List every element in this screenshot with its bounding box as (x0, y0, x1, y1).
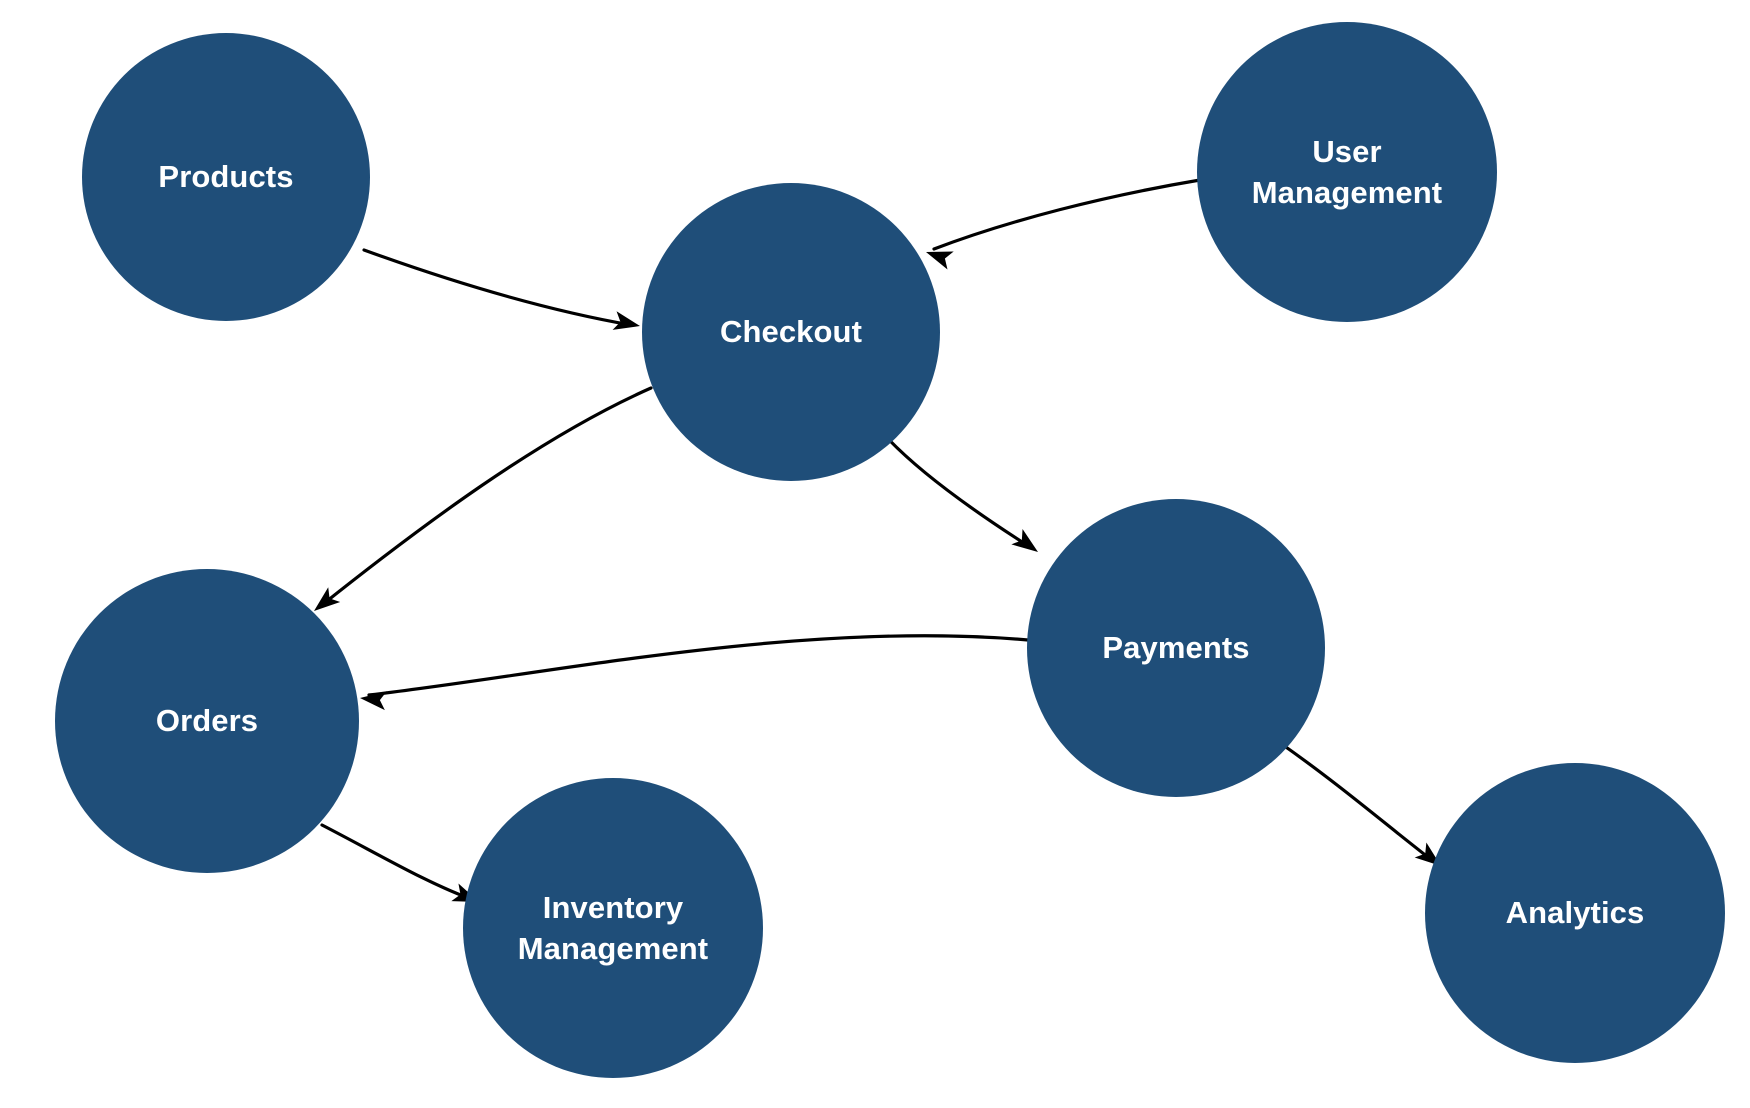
node-label-payments: Payments (1102, 630, 1250, 666)
edge-payments-to-orders (367, 634, 1030, 697)
node-inventory[interactable]: Inventory Management (463, 778, 763, 1078)
node-label-orders: Orders (155, 703, 259, 739)
edge-products-to-checkout (362, 248, 633, 327)
edge-checkout-to-payments (878, 428, 1032, 549)
node-analytics[interactable]: Analytics (1425, 763, 1725, 1063)
node-label-analytics: Analytics (1505, 895, 1645, 931)
edge-checkout-to-orders (320, 386, 653, 607)
node-label-products: Products (158, 159, 294, 195)
edge-payments-to-analytics (1281, 743, 1435, 863)
node-payments[interactable]: Payments (1027, 499, 1325, 797)
node-checkout[interactable]: Checkout (642, 183, 940, 481)
arrowhead-head-usermgmt-checkout (926, 251, 954, 270)
arrowhead-head-checkout-orders (314, 587, 341, 611)
arrowhead-head-products-checkout (612, 311, 640, 330)
node-label-user-mgmt: User Management (1251, 133, 1443, 210)
edge-orders-to-inventory (320, 823, 473, 901)
node-label-inventory: Inventory Management (517, 889, 709, 966)
arrowhead-head-payments-orders (360, 691, 387, 711)
node-label-checkout: Checkout (719, 314, 863, 350)
node-products[interactable]: Products (82, 33, 370, 321)
node-orders[interactable]: Orders (55, 569, 359, 873)
node-user-mgmt[interactable]: User Management (1197, 22, 1497, 322)
arrowhead-head-checkout-payments (1011, 529, 1038, 552)
edges-group (320, 178, 1435, 901)
edge-usermgmt-to-checkout (932, 178, 1202, 251)
